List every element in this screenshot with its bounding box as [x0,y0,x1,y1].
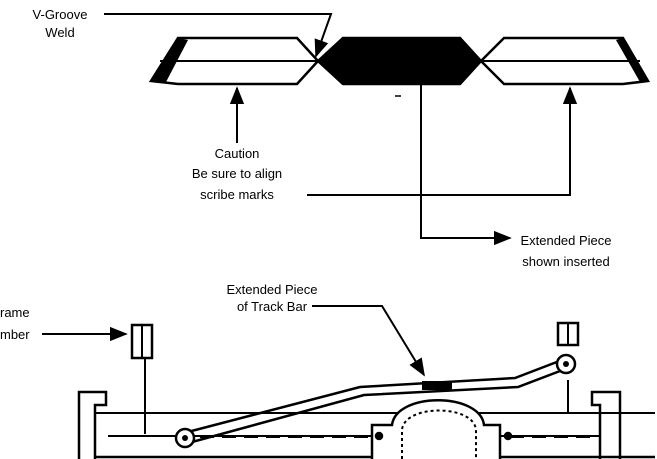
frame-member-callout: rame mber [0,305,128,342]
extended-track-bar-callout: Extended Piece of Track Bar [226,282,425,377]
extended-track-bar-label-line2: of Track Bar [237,299,308,314]
v-groove-label-line1: V-Groove [33,7,88,22]
weld-detail [148,36,651,97]
extended-inserted-label-line2: shown inserted [522,254,609,269]
extended-piece-insert [422,381,452,390]
axle-assembly [77,321,655,459]
caution-label-line3: scribe marks [200,187,274,202]
v-groove-callout: V-Groove Weld [33,7,333,58]
frame-member-label-line2: mber [0,327,30,342]
right-bar-piece [479,36,651,86]
v-groove-label-line2: Weld [45,25,74,40]
left-bar-piece [148,36,320,86]
frame-member-label-line1: rame [0,305,30,320]
caution-callout: Caution Be sure to align scribe marks [192,86,578,202]
caution-label-line1: Caution [215,146,260,161]
center-extended-piece [316,36,483,86]
extended-track-bar-label-line1: Extended Piece [226,282,317,297]
extended-inserted-callout: Extended Piece shown inserted [420,84,612,269]
extended-inserted-label-line1: Extended Piece [520,233,611,248]
track-bar [174,353,577,449]
caution-label-line2: Be sure to align [192,166,282,181]
